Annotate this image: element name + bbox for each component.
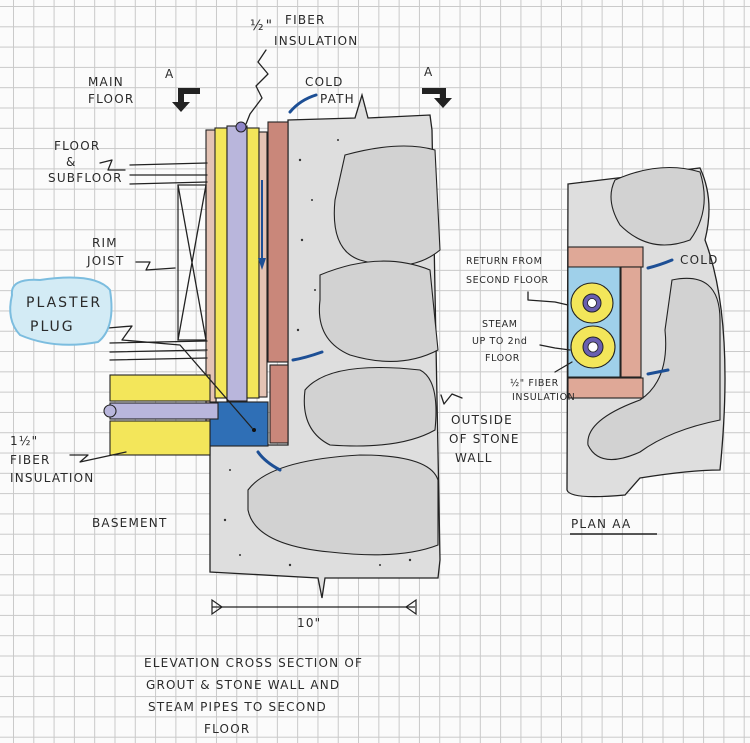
- label-basement: BASEMENT: [92, 516, 167, 530]
- plaster-plug-bubble: [9, 276, 113, 346]
- brick-wall-vertical: [267, 121, 289, 363]
- labels: ½" FIBER INSULATION MAIN FLOOR A A COLD …: [10, 13, 719, 736]
- yellow-insulation: [109, 420, 211, 456]
- label-insulation-left: INSULATION: [10, 471, 94, 485]
- leader-rim-joist: [135, 261, 176, 271]
- leader-fiber-left: [69, 451, 127, 463]
- plan-brick-bottom: [567, 377, 644, 399]
- label-wall: WALL: [455, 451, 493, 465]
- label-dimension: 10": [297, 616, 321, 630]
- plan-stone: [587, 277, 721, 461]
- leader-plaster-plug: [107, 325, 253, 429]
- label-rim: RIM: [92, 236, 118, 250]
- cold-arrow-icon: [646, 258, 674, 270]
- cold-arrow-icon: [288, 93, 318, 114]
- steam-pipe-horizontal: [109, 402, 219, 420]
- yellow-insulation: [109, 374, 211, 402]
- stone: [318, 260, 439, 362]
- caption-line-1: ELEVATION CROSS SECTION OF: [144, 656, 363, 670]
- yellow-insulation: [246, 127, 260, 399]
- plan-label-steam-3: FLOOR: [485, 353, 520, 364]
- plan-label-return-2: SECOND FLOOR: [466, 275, 549, 286]
- dimension-line: [211, 598, 417, 616]
- section-letter-right: A: [424, 65, 433, 79]
- yellow-insulation: [214, 127, 228, 399]
- leader-return: [527, 291, 569, 306]
- stone: [333, 145, 441, 267]
- label-floor-sub-1: FLOOR: [54, 139, 100, 153]
- plan-title: PLAN AA: [571, 517, 631, 531]
- pipe-chase: [205, 121, 289, 447]
- label-plug: PLUG: [30, 319, 75, 335]
- grout-speckles: [223, 139, 412, 567]
- brick-wall-lower: [269, 364, 289, 444]
- plan-stone: [610, 166, 705, 246]
- plan-label-insulation: INSULATION: [512, 392, 575, 403]
- label-plaster: PLASTER: [26, 295, 102, 311]
- label-joist: JOIST: [86, 254, 124, 268]
- plan-brick-side: [620, 266, 642, 378]
- label-fiber-left: FIBER: [10, 453, 51, 467]
- label-floor-sub-2: &: [66, 155, 77, 169]
- section-marker-right: [422, 88, 452, 108]
- leader-floor: [99, 159, 126, 171]
- plan-label-return-1: RETURN FROM: [466, 256, 542, 267]
- cold-arrow-icon: [646, 368, 670, 376]
- section-marker-left: [172, 88, 200, 112]
- leader-fiber-top: [245, 49, 269, 125]
- cold-arrow-icon: [256, 450, 282, 472]
- stone-wall-elevation: [209, 92, 441, 599]
- plan-label-steam-2: UP TO 2nd: [472, 336, 528, 347]
- caption-line-2: GROUT & STONE WALL AND: [146, 678, 340, 692]
- label-path: PATH: [320, 92, 355, 106]
- cold-arrow-icon: [291, 350, 324, 362]
- leader-plan-fiber: [554, 361, 573, 373]
- plan-label-fiber: ½" FIBER: [510, 378, 559, 389]
- plan-label-steam-1: STEAM: [482, 319, 518, 330]
- rim-joist: [177, 184, 207, 341]
- stone: [303, 366, 437, 447]
- return-pipe: [570, 282, 614, 324]
- label-floor-sub-3: SUBFLOOR: [48, 171, 123, 185]
- label-fiber-top: FIBER: [285, 13, 326, 27]
- label-cold: COLD: [305, 75, 344, 89]
- steam-pipe-vertical: [226, 125, 248, 402]
- label-of-stone: OF STONE: [449, 432, 520, 446]
- label-outside: OUTSIDE: [451, 413, 513, 427]
- stone: [247, 454, 439, 556]
- section-letter-left: A: [165, 67, 174, 81]
- label-insulation-top: INSULATION: [274, 34, 358, 48]
- label-floor: FLOOR: [88, 92, 134, 106]
- plan-label-cold: COLD: [680, 253, 719, 267]
- label-half-inch: ½": [250, 18, 274, 34]
- steam-pipe: [570, 325, 616, 369]
- plaster-plug-fill: [209, 401, 269, 447]
- label-main: MAIN: [88, 75, 124, 89]
- caption-line-3: STEAM PIPES TO SECOND: [148, 700, 327, 714]
- caption-line-4: FLOOR: [204, 722, 250, 736]
- plan-aa: [527, 166, 726, 535]
- leader-outside-wall: [440, 393, 463, 405]
- basement-pipe-run: [103, 374, 219, 456]
- floor-subfloor: [109, 162, 208, 361]
- pipe-top: [235, 121, 247, 133]
- plan-brick-top: [567, 246, 644, 268]
- label-one-half-inch: 1½": [10, 434, 38, 448]
- leader-steam: [539, 344, 571, 351]
